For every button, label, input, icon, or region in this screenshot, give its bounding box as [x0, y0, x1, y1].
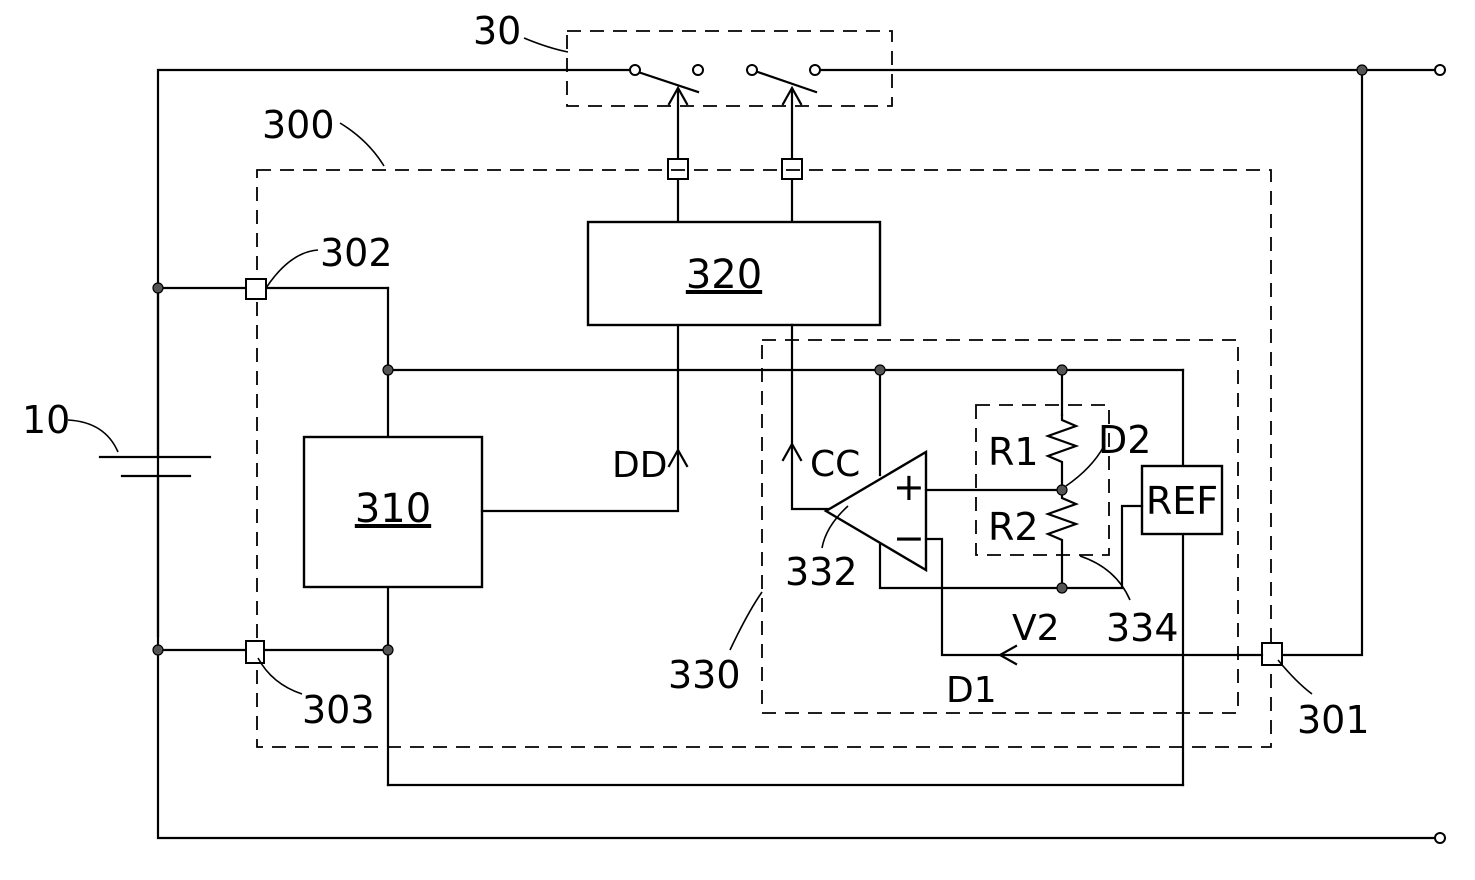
terminal-302-label: 302	[320, 231, 393, 275]
comparator-332-label: 332	[785, 550, 858, 594]
battery-symbol: 10	[22, 398, 210, 476]
switch-label: 30	[473, 9, 521, 53]
reference-label: REF	[1146, 479, 1218, 523]
output-terminal-bottom	[1435, 833, 1445, 843]
divider-334-label: 334	[1106, 606, 1179, 650]
comparator-plus-sign: +	[893, 465, 925, 509]
terminal-303-label: 303	[302, 688, 375, 732]
terminal-301-label: 301	[1297, 698, 1370, 742]
module-label: 300	[262, 103, 335, 147]
voltage-v2-label: V2	[1012, 608, 1060, 649]
circuit-330-label: 330	[668, 653, 741, 697]
block-310: 310 DD	[304, 325, 687, 587]
block-310-label: 310	[355, 486, 431, 532]
signal-cc-label: CC	[810, 444, 860, 485]
block-320: 320	[588, 222, 880, 325]
block-320-label: 320	[686, 252, 762, 298]
detection-circuit-330: 330 CC + − 332 V2 D1 R1 R2 D2 334 R	[668, 325, 1262, 713]
node-d2-label: D2	[1098, 418, 1151, 462]
terminal-303: 303	[246, 641, 375, 732]
comparator-minus-sign: −	[893, 516, 925, 560]
node-d1-label: D1	[946, 670, 997, 711]
resistor-r1-label: R1	[988, 430, 1039, 474]
battery-label: 10	[22, 398, 70, 442]
resistor-r2-label: R2	[988, 505, 1039, 549]
signal-dd-label: DD	[612, 445, 667, 486]
output-terminal-top	[1435, 65, 1445, 75]
terminal-301: 301	[1262, 643, 1370, 742]
switch-assembly: 30	[473, 9, 892, 220]
